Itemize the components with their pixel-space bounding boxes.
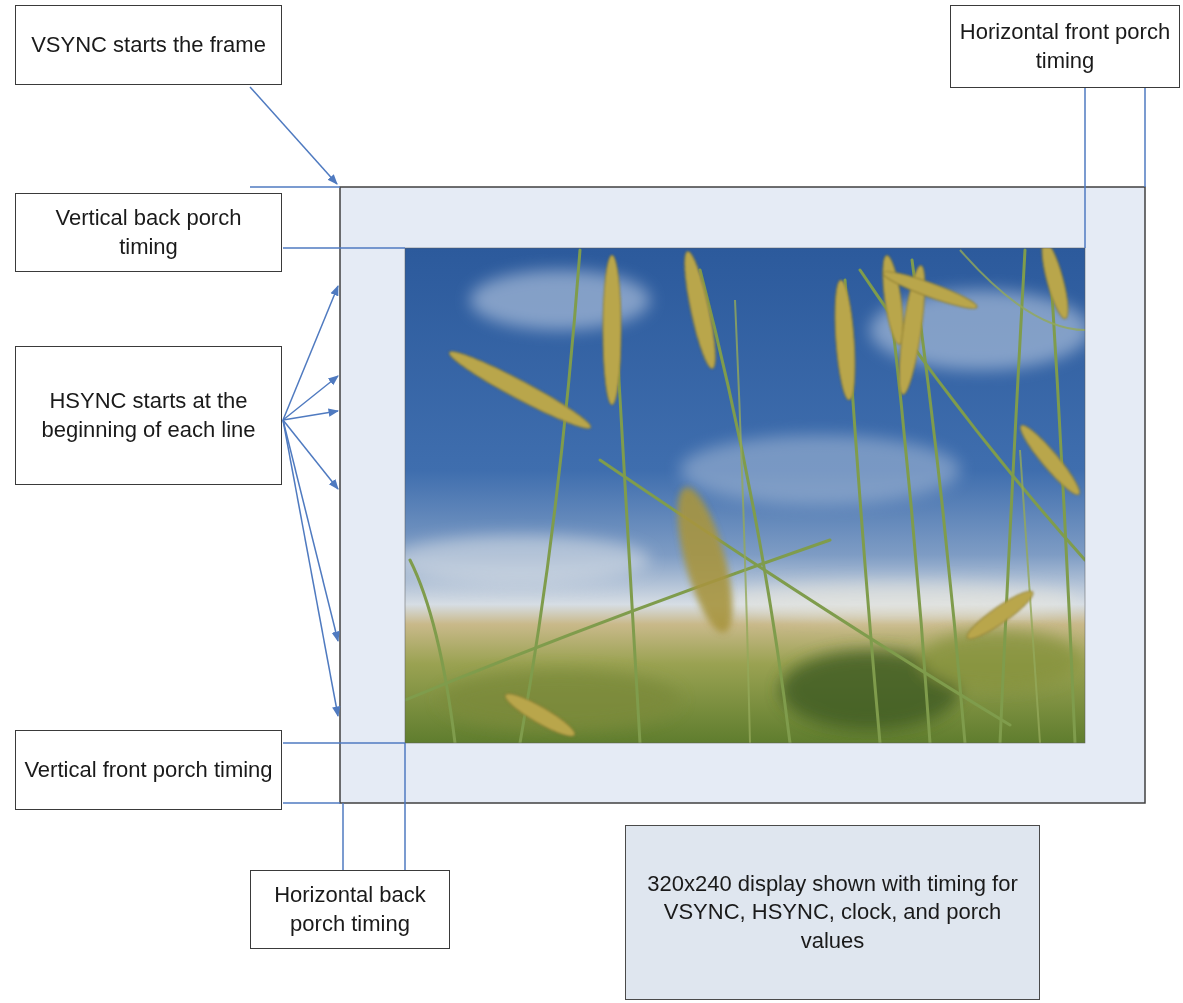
callout-text: Vertical back porch timing	[24, 204, 273, 261]
leader-lines	[250, 87, 1145, 870]
grass-photo	[405, 248, 1085, 743]
callout-text: HSYNC starts at the beginning of each li…	[24, 387, 273, 444]
note-box: 320x240 display shown with timing for VS…	[625, 825, 1040, 1000]
callout-box: VSYNC starts the frame	[15, 5, 282, 85]
callout-text: 320x240 display shown with timing for VS…	[634, 870, 1031, 956]
callout-text: VSYNC starts the frame	[24, 31, 273, 60]
callout-box: Vertical front porch timing	[15, 730, 282, 810]
callout-box: Vertical back porch timing	[15, 193, 282, 272]
callout-box: HSYNC starts at the beginning of each li…	[15, 346, 282, 485]
callout-box: Horizontal front porch timing	[950, 5, 1180, 88]
callout-text: Vertical front porch timing	[24, 756, 273, 785]
display-frame	[340, 187, 1145, 803]
callout-text: Horizontal back porch timing	[259, 881, 441, 938]
callout-box: Horizontal back porch timing	[250, 870, 450, 949]
callout-text: Horizontal front porch timing	[959, 18, 1171, 75]
